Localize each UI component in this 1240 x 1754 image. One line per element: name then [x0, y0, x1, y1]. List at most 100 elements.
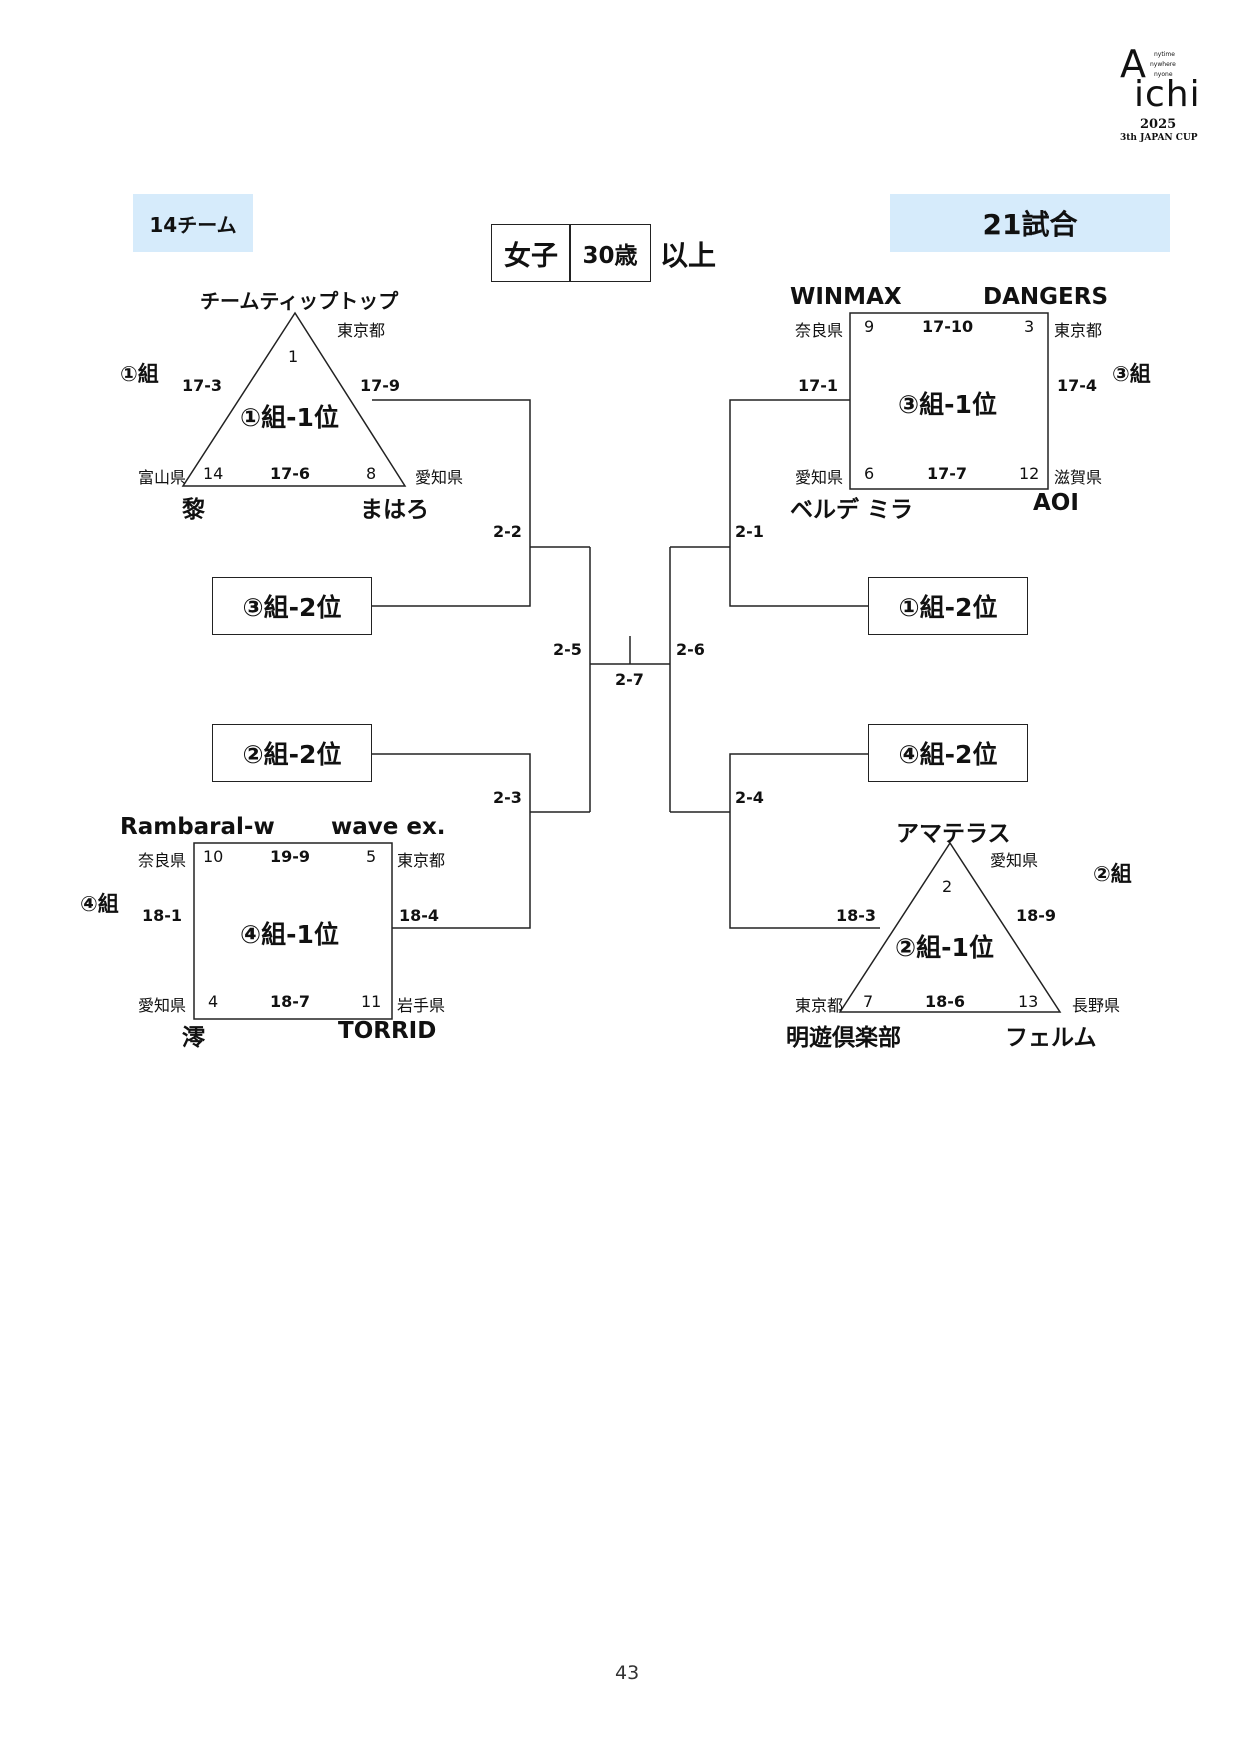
group3-tr-team: DANGERS	[983, 284, 1109, 310]
group4-tr-pref: 東京都	[397, 851, 446, 870]
logo-ichi: ichi	[1134, 74, 1201, 115]
group3-score-right: 17-4	[1057, 376, 1098, 395]
group2-br-pref: 長野県	[1072, 996, 1121, 1015]
group3-bl-pref: 愛知県	[795, 468, 844, 487]
group1-score-left: 17-3	[182, 376, 223, 395]
seed-group2-2nd-label: ②組-2位	[242, 740, 342, 769]
group2-label: ②組	[1093, 862, 1132, 886]
group2-bl-num: 7	[863, 992, 874, 1011]
group3-score-left: 17-1	[798, 376, 839, 395]
group1-br-num: 8	[366, 464, 377, 483]
age-above-label: 以上	[660, 239, 717, 272]
group4-tl-pref: 奈良県	[138, 851, 187, 870]
group1-bl-team: 黎	[182, 497, 205, 523]
group3-square	[849, 312, 1049, 490]
group4-tl-num: 10	[203, 847, 224, 866]
logo-tagline-1: nytime	[1154, 51, 1175, 58]
group4-score-top: 19-9	[270, 847, 311, 866]
group4-bl-num: 4	[208, 992, 219, 1011]
group3-label: ③組	[1112, 362, 1151, 386]
group1-score-bottom: 17-6	[270, 464, 311, 483]
match-2-4-label: 2-4	[735, 788, 764, 807]
group1-bl-pref: 富山県	[138, 468, 187, 487]
group2-bl-pref: 東京都	[795, 996, 844, 1015]
match-2-7-label: 2-7	[615, 670, 644, 689]
group4-tr-team: wave ex.	[331, 814, 446, 840]
group4-br-num: 11	[361, 992, 382, 1011]
group3-bl-num: 6	[864, 464, 875, 483]
group1-br-pref: 愛知県	[415, 468, 464, 487]
group4-label: ④組	[80, 892, 119, 916]
group2-top-pref: 愛知県	[990, 851, 1039, 870]
group4-score-bottom: 18-7	[270, 992, 311, 1011]
group3-br-num: 12	[1019, 464, 1040, 483]
age-label: 30歳	[582, 243, 638, 269]
group4-rank-label: ④組-1位	[240, 920, 339, 949]
group2-br-team: フェルム	[1005, 1025, 1097, 1051]
group3-tl-team: WINMAX	[790, 284, 902, 310]
match-2-3-label: 2-3	[493, 788, 522, 807]
group2-top-team: アマテラス	[896, 821, 1011, 847]
group3-tl-num: 9	[864, 317, 875, 336]
teams-count: 14チーム	[149, 212, 237, 237]
match-2-6-label: 2-6	[676, 640, 705, 659]
group3-rank-label: ③組-1位	[898, 390, 997, 419]
group2-score-left: 18-3	[836, 906, 877, 925]
group3-tl-pref: 奈良県	[795, 321, 844, 340]
group2-score-right: 18-9	[1016, 906, 1057, 925]
match-2-1-label: 2-1	[735, 522, 764, 541]
group1-br-team: まはろ	[360, 497, 429, 523]
group2-rank-label: ②組-1位	[895, 933, 994, 962]
group1-top-team: チームティップトップ	[200, 289, 399, 313]
group1-top-pref: 東京都	[337, 321, 386, 340]
group4-bl-team: 澪	[182, 1025, 205, 1051]
aichi-logo: A nytime nywhere nyone ichi 2025 3th JAP…	[1120, 45, 1220, 155]
group1-label: ①組	[120, 362, 159, 386]
logo-letter-a: A	[1120, 42, 1146, 86]
group4-tr-num: 5	[366, 847, 377, 866]
games-count-badge: 21試合	[890, 194, 1170, 252]
seed-group3-2nd: ③組-2位	[212, 577, 372, 635]
group2-top-num: 2	[942, 877, 953, 896]
group4-score-left: 18-1	[142, 906, 183, 925]
seed-group1-2nd-label: ①組-2位	[898, 593, 998, 622]
group2-score-bottom: 18-6	[925, 992, 966, 1011]
group2-br-num: 13	[1018, 992, 1039, 1011]
logo-tagline-3: nyone	[1154, 71, 1173, 78]
age-box: 30歳	[569, 224, 651, 282]
group3-br-pref: 滋賀県	[1054, 468, 1103, 487]
group3-score-bottom: 17-7	[927, 464, 968, 483]
group4-square	[193, 842, 393, 1020]
teams-count-badge: 14チーム	[133, 194, 253, 252]
group2-triangle	[838, 841, 1062, 1013]
group2-bl-team: 明遊倶楽部	[786, 1025, 901, 1051]
group1-rank-label: ①組-1位	[240, 403, 339, 432]
seed-group4-2nd-label: ④組-2位	[898, 740, 998, 769]
match-2-2-label: 2-2	[493, 522, 522, 541]
match-2-5-label: 2-5	[553, 640, 582, 659]
seed-group4-2nd: ④組-2位	[868, 724, 1028, 782]
group4-score-right: 18-4	[399, 906, 440, 925]
group3-tr-pref: 東京都	[1054, 321, 1103, 340]
group3-bl-team: ベルデ ミラ	[790, 497, 914, 523]
group4-br-team: TORRID	[338, 1018, 437, 1044]
group1-score-right: 17-9	[360, 376, 401, 395]
group1-top-num: 1	[288, 347, 299, 366]
group4-br-pref: 岩手県	[397, 996, 446, 1015]
seed-group3-2nd-label: ③組-2位	[242, 593, 342, 622]
games-count: 21試合	[982, 208, 1078, 241]
group3-br-team: AOI	[1033, 490, 1079, 516]
group4-tl-team: Rambaral-w	[120, 814, 275, 840]
logo-cup: 3th JAPAN CUP	[1120, 133, 1198, 143]
category-label: 女子	[504, 240, 558, 272]
logo-tagline-2: nywhere	[1150, 61, 1176, 68]
logo-year: 2025	[1140, 117, 1177, 132]
group4-bl-pref: 愛知県	[138, 996, 187, 1015]
page-number: 43	[615, 1662, 640, 1684]
seed-group2-2nd: ②組-2位	[212, 724, 372, 782]
category-box: 女子	[491, 224, 571, 282]
group3-tr-num: 3	[1024, 317, 1035, 336]
group1-bl-num: 14	[203, 464, 224, 483]
group1-triangle	[181, 311, 407, 487]
